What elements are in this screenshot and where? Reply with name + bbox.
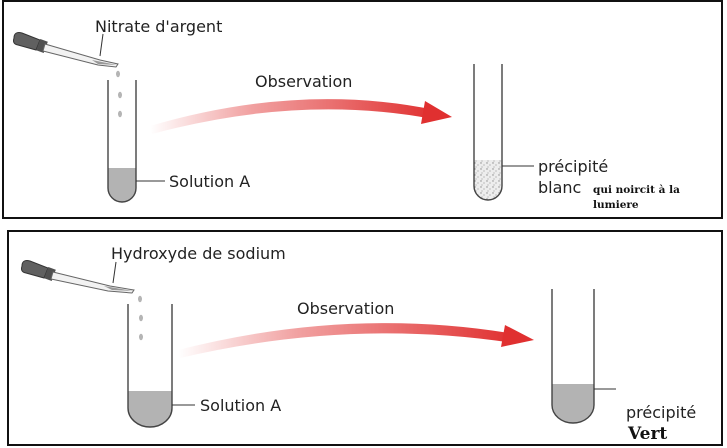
dropper-1 (13, 32, 119, 68)
arrow-1-shaft (150, 99, 435, 134)
dropper-2-bulb (21, 260, 49, 279)
arrow-2-head (501, 325, 534, 347)
panel-2-frame (7, 230, 723, 446)
solution-2-label: Solution A (200, 396, 281, 415)
dropper-1-bulb (13, 32, 41, 51)
test-tube-1-outline (107, 80, 137, 203)
dropper-2-liquid (104, 286, 133, 291)
result-tube-1 (473, 64, 503, 201)
precipitate-1-note-line2: lumiere (593, 199, 639, 211)
arrow-2 (178, 323, 534, 358)
test-tube-2-outline (127, 304, 173, 428)
panel-1: Nitrate d'argent Solution A Observation … (2, 0, 723, 219)
result-tube-1-outline (473, 64, 503, 201)
dropper-1-liquid (92, 60, 117, 65)
reagent-1-leader (99, 33, 104, 57)
drops-2 (138, 295, 143, 341)
precipitate-1-note-line1: qui noircit à la (593, 184, 680, 196)
test-tube-2 (127, 304, 173, 428)
arrow-1-label: Observation (255, 72, 352, 91)
arrow-1 (150, 99, 452, 134)
precipitate-2-label: précipité (626, 403, 696, 422)
result-tube-2 (551, 289, 595, 424)
precipitate-2 (552, 384, 594, 423)
test-tube-2-solution (128, 391, 172, 427)
result-tube-2-outline (551, 289, 595, 424)
solution-1-label: Solution A (169, 172, 250, 191)
test-tube-1 (107, 80, 137, 203)
precipitate-1-color-label: blanc (538, 178, 581, 197)
precipitate-2-color-label: Vert (627, 424, 667, 444)
arrow-1-head (421, 101, 452, 124)
arrow-2-shaft (178, 323, 515, 358)
test-tube-1-solution (108, 168, 136, 202)
reagent-2-leader (112, 261, 117, 284)
reagent-1-label: Nitrate d'argent (95, 17, 222, 36)
arrow-2-label: Observation (297, 299, 394, 318)
dropper-2 (21, 260, 135, 294)
panel-2: Hydroxyde de sodium Solution A Observati… (7, 230, 723, 446)
drops-1 (116, 70, 122, 118)
dropper-1-tube (42, 43, 119, 68)
precipitate-1-label: précipité (538, 157, 608, 176)
precipitate-1 (474, 160, 502, 200)
reagent-2-label: Hydroxyde de sodium (111, 244, 286, 263)
